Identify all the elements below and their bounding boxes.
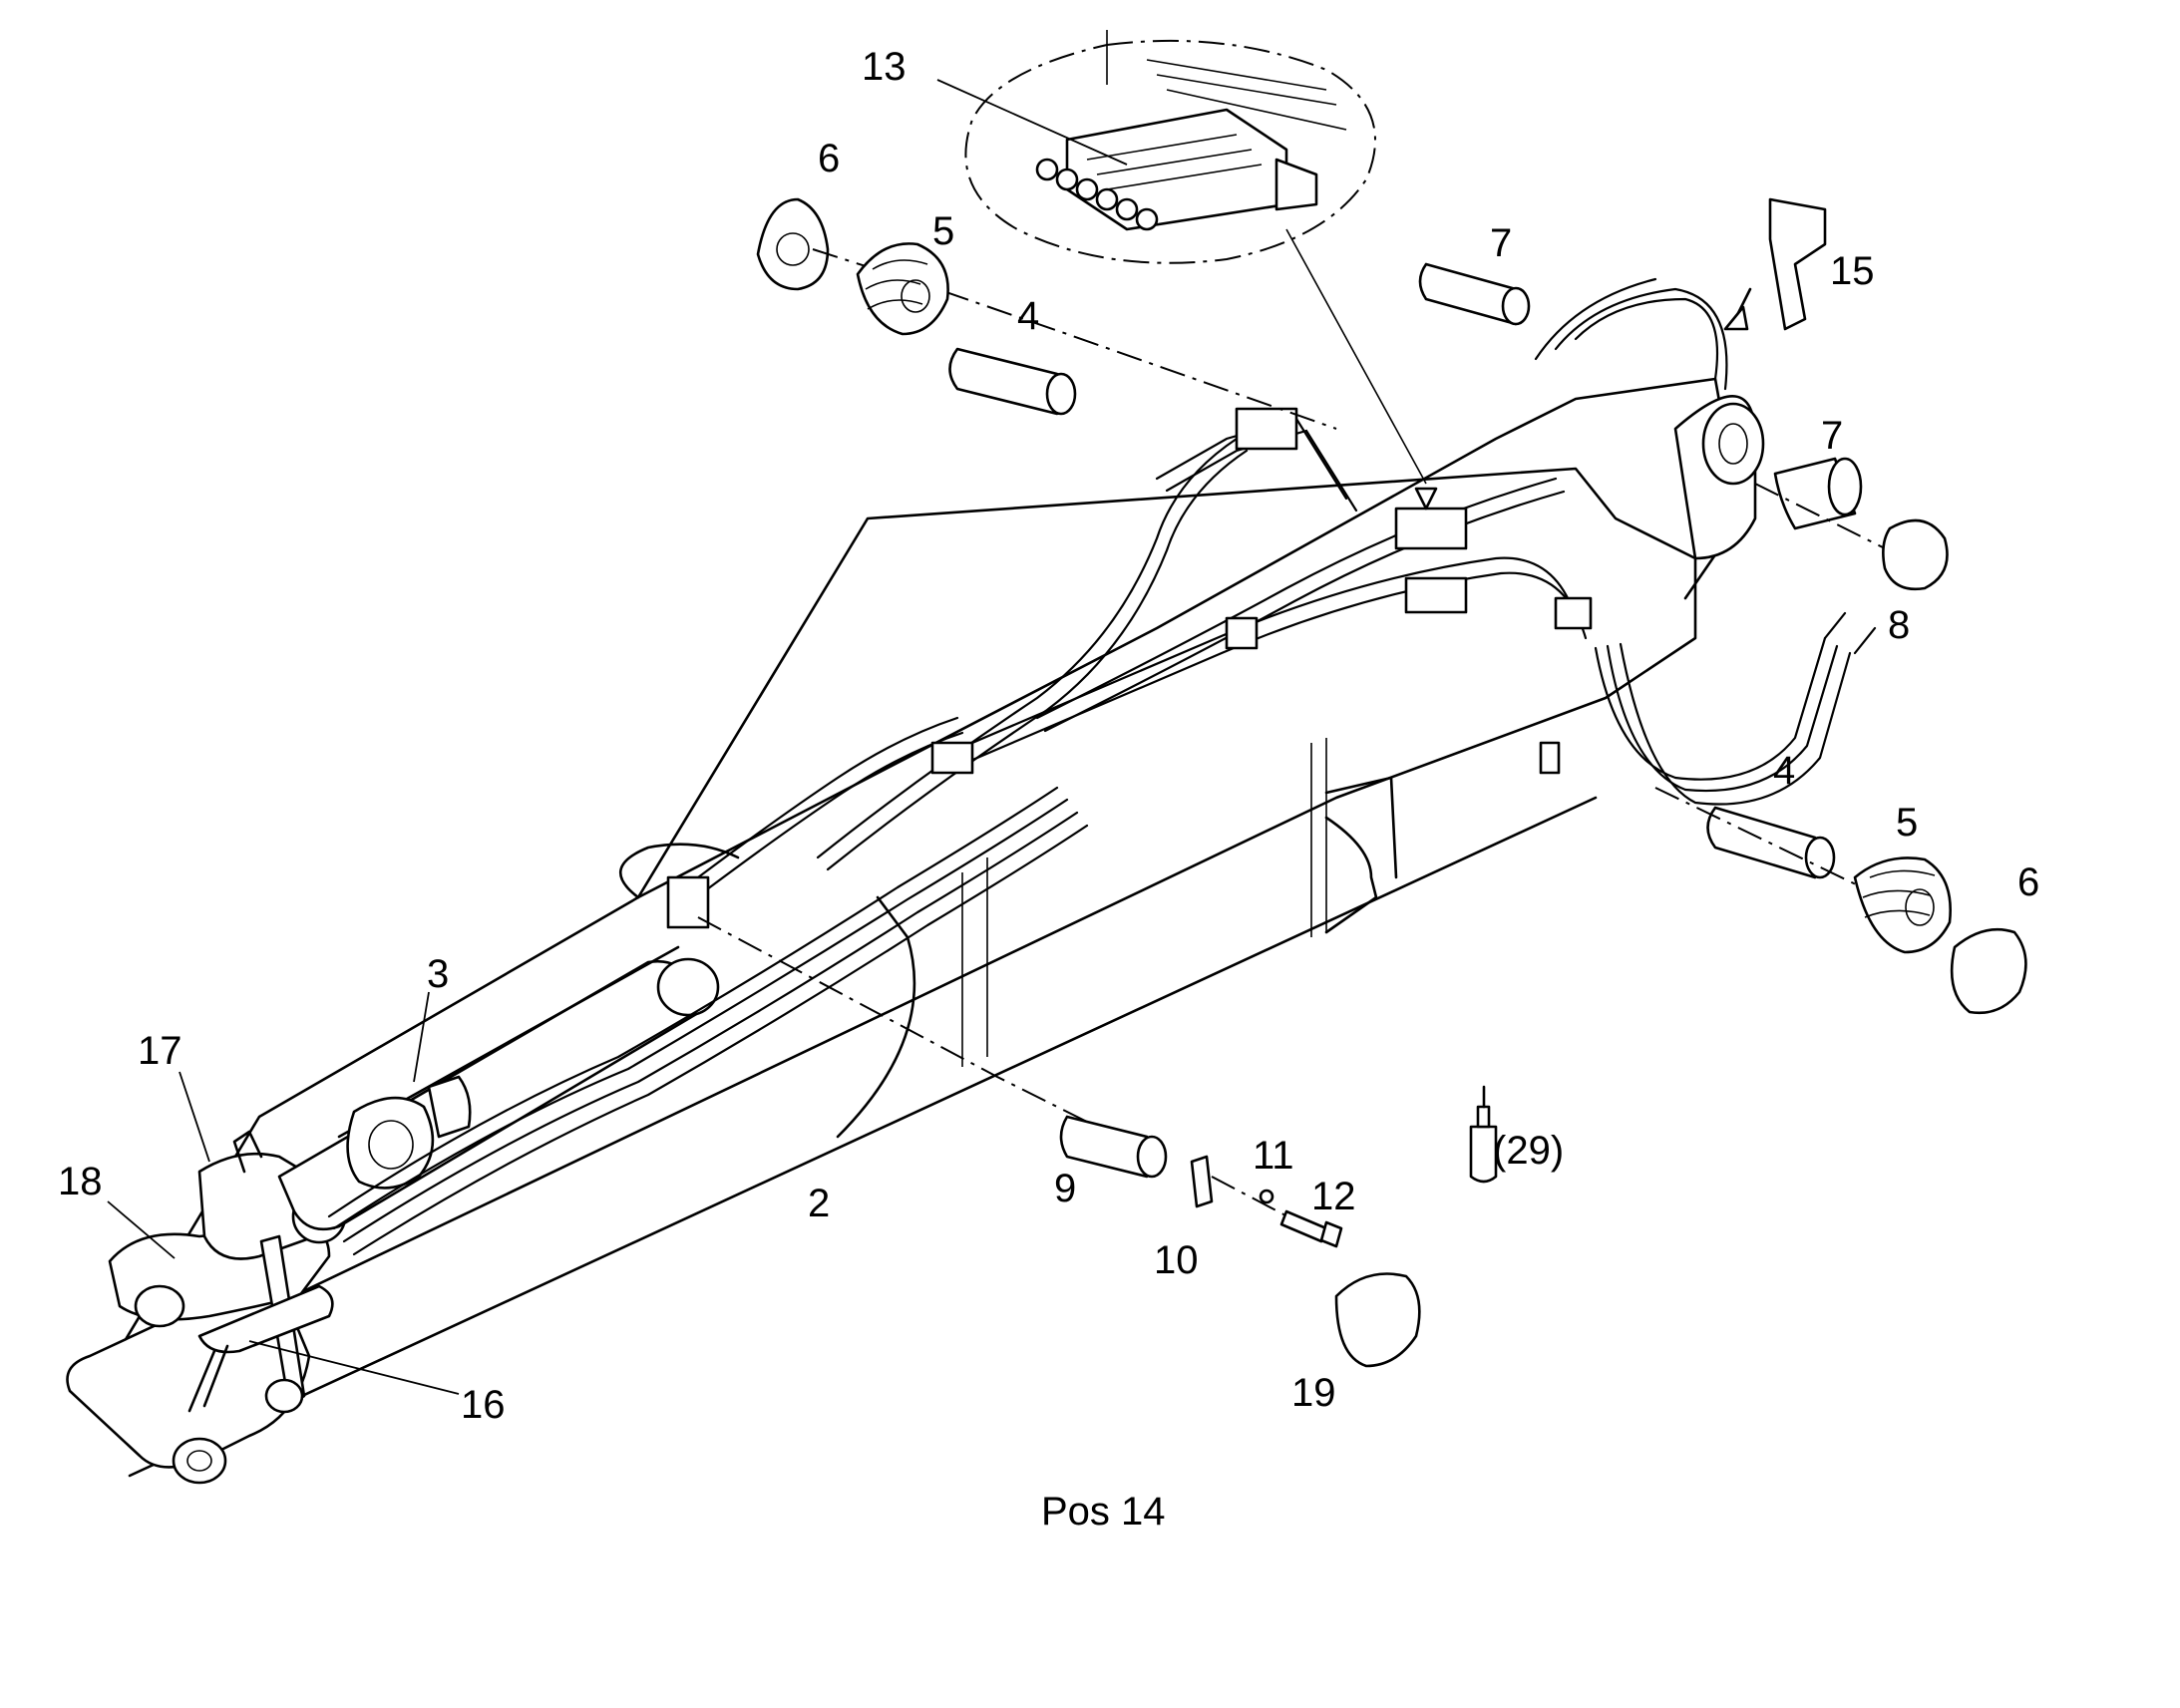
callout-11: 11 (1253, 1134, 1294, 1178)
callout-17: 17 (138, 1029, 182, 1073)
top-pin-assembly (756, 197, 1827, 430)
loose-parts (697, 916, 1498, 1368)
boom-body (93, 377, 1765, 1478)
callout-7-right: 7 (1821, 414, 1843, 458)
right-pin-assembly (1654, 457, 2027, 1015)
detail-inset (964, 30, 1438, 511)
callout-5-right: 5 (1896, 801, 1918, 845)
boom-cylinder (277, 945, 720, 1231)
callout-29: (29) (1493, 1129, 1564, 1173)
callout-4-top: 4 (1017, 294, 1039, 338)
callout-5-top: 5 (932, 209, 954, 253)
callout-13: 13 (862, 45, 907, 89)
callout-19: 19 (1291, 1371, 1336, 1415)
callout-labels: 13 6 5 4 7 15 7 8 4 5 6 3 17 18 16 2 9 1… (58, 45, 2039, 1534)
callout-2: 2 (808, 1182, 830, 1225)
hose-bundle (327, 277, 1877, 1256)
callout-10: 10 (1154, 1238, 1199, 1282)
callout-3: 3 (427, 952, 449, 996)
callout-7-top: 7 (1490, 221, 1512, 265)
callout-4-right: 4 (1773, 749, 1795, 793)
callout-15: 15 (1830, 249, 1875, 293)
callout-6-top: 6 (818, 137, 840, 180)
callout-16: 16 (461, 1383, 506, 1427)
callout-18: 18 (58, 1160, 103, 1203)
caption-pos-14: Pos 14 (1041, 1490, 1166, 1534)
callout-8: 8 (1888, 603, 1910, 647)
valve-clamps (666, 407, 1593, 929)
callout-12: 12 (1311, 1175, 1356, 1218)
leader-lines (107, 79, 1128, 1395)
callout-9: 9 (1054, 1167, 1076, 1210)
callout-6-right: 6 (2017, 860, 2039, 904)
